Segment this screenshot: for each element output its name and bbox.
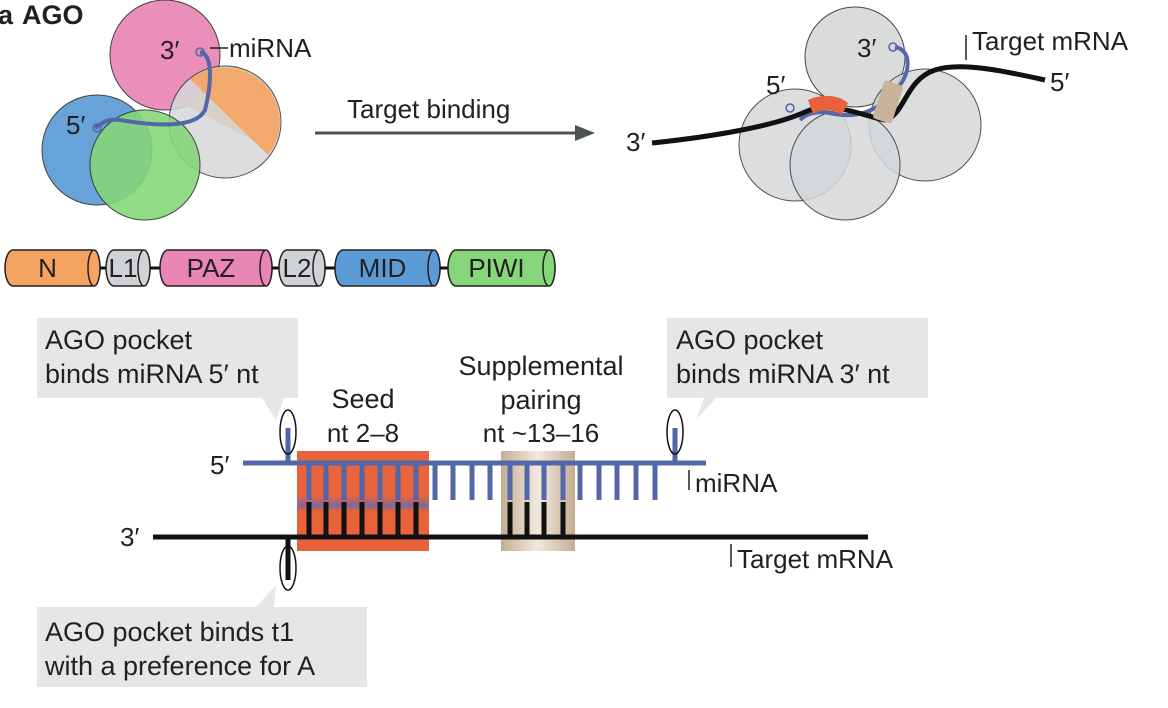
- mirna-label: miRNA: [229, 33, 312, 63]
- domain-label: N: [38, 253, 57, 283]
- pairing-mrna-3prime: 3′: [120, 522, 139, 552]
- supplemental-range: nt ~13–16: [483, 418, 599, 448]
- domain-label: L1: [109, 253, 138, 283]
- pairing-mirna-5prime: 5′: [210, 450, 229, 480]
- domain-label: PIWI: [468, 253, 524, 283]
- domain-label: MID: [359, 253, 407, 283]
- domain-paz: PAZ: [159, 249, 273, 287]
- domain-piwi: PIWI: [447, 249, 556, 287]
- callout-3prime-line1: AGO pocket: [676, 325, 824, 355]
- bound-mirna-3prime: 3′: [857, 33, 876, 63]
- bound-mrna-label: Target mRNA: [972, 26, 1129, 56]
- callout-pocket-3prime: AGO pocket binds miRNA 3′ nt: [667, 318, 928, 420]
- callout-5prime-line2: binds miRNA 5′ nt: [45, 359, 259, 389]
- target-binding-label: Target binding: [347, 94, 510, 124]
- seed-title: Seed: [331, 384, 394, 414]
- supplemental-title-2: pairing: [500, 385, 581, 415]
- piwi-domain-sphere: [89, 109, 201, 221]
- mirna-strand: [93, 50, 212, 130]
- ago-structure-unbound: 3′ 5′ miRNA: [41, 0, 312, 221]
- domain-label: PAZ: [187, 253, 236, 283]
- callout-3prime-line2: binds miRNA 3′ nt: [676, 359, 890, 389]
- bound-mirna-strand: [798, 45, 910, 122]
- mrna-base-ticks: [306, 502, 566, 537]
- pairing-schematic: 5′ 3′ miRNA Target mRNA Seed nt 2–8 Supp…: [120, 351, 894, 591]
- domain-l2: L2: [278, 249, 326, 287]
- panel-title-text: AGO: [22, 0, 84, 30]
- bound-mirna-5prime: 5′: [766, 70, 785, 100]
- supplemental-title: Supplemental: [458, 351, 623, 381]
- callout-t1-line2: with a preference for A: [44, 651, 315, 681]
- ago-structure-bound: 3′ 5′ 3′ 5′ Target mRNA: [626, 6, 1129, 221]
- bound-mrna-3prime: 3′: [626, 127, 645, 157]
- domain-n: N: [4, 249, 101, 287]
- callout-5prime-line1: AGO pocket: [45, 325, 193, 355]
- mirna-3prime-label: 3′: [160, 35, 179, 65]
- pairing-mrna-label: Target mRNA: [737, 544, 894, 574]
- bound-mrna-5prime: 5′: [1050, 67, 1069, 97]
- seed-range: nt 2–8: [327, 418, 399, 448]
- domain-l1: L1: [105, 249, 151, 287]
- callout-pocket-5prime: AGO pocket binds miRNA 5′ nt: [37, 318, 298, 420]
- callout-t1-line1: AGO pocket binds t1: [45, 617, 294, 647]
- callout-pocket-t1: AGO pocket binds t1 with a preference fo…: [37, 585, 367, 687]
- panel-letter: a: [0, 0, 14, 30]
- panel-title: a AGO: [0, 0, 84, 30]
- mirna-5prime-label: 5′: [66, 110, 85, 140]
- domain-mid: MID: [334, 249, 441, 287]
- domain-bar: N L1 PAZ L2 MID PIWI: [4, 249, 556, 287]
- mirna-base-ticks: [306, 463, 658, 500]
- target-binding-arrow: Target binding: [315, 94, 595, 141]
- domain-label: L2: [283, 253, 312, 283]
- pairing-mirna-label: miRNA: [695, 468, 778, 498]
